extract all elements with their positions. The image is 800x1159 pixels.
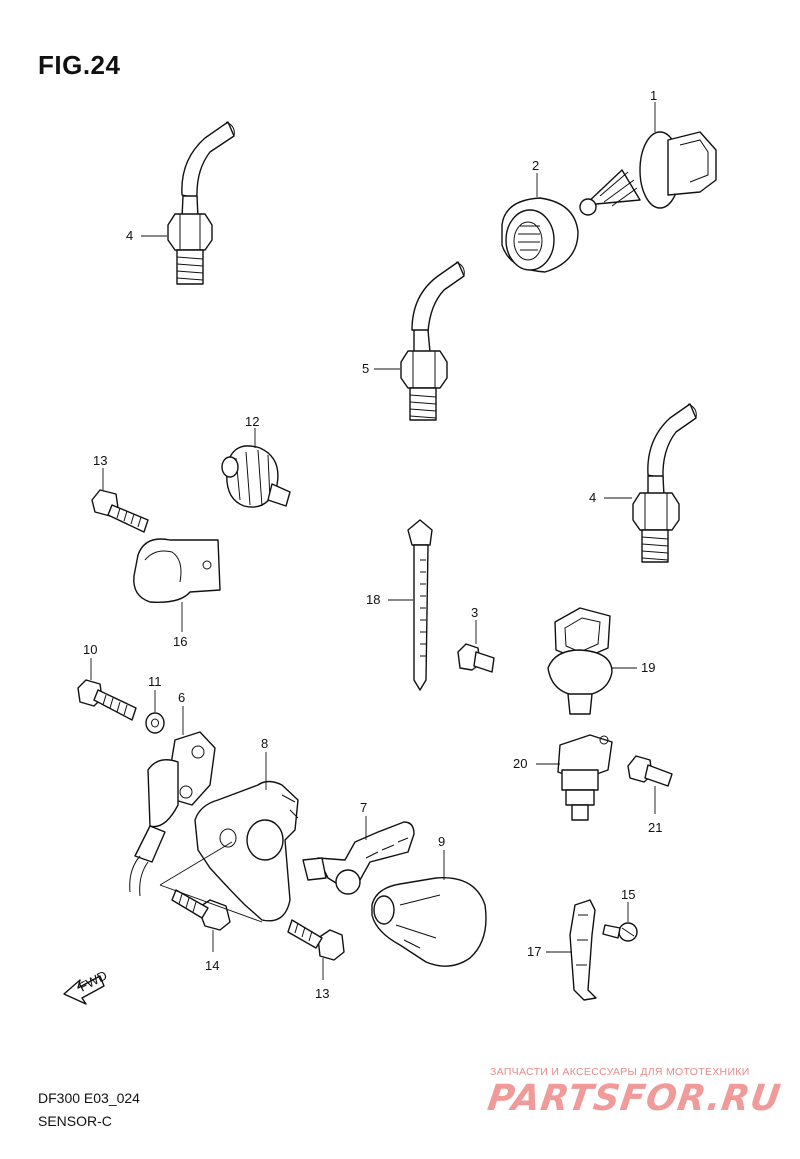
callout-4-lower: 4 [589,490,596,505]
part-11-washer: 11 [145,674,165,734]
part-13-bolt-lower: 13 [287,919,345,1001]
callout-10: 10 [83,642,97,657]
watermark-tagline: ЗАПЧАСТИ И АКСЕССУАРЫ ДЛЯ МОТОТЕХНИКИ [490,1066,750,1078]
callout-17: 17 [527,944,541,959]
part-1-sensor: 1 [579,88,717,216]
watermark-brand: PARTSFOR.RU [485,1078,784,1119]
part-14-bolt: 14 [159,841,263,973]
figure-code: DF300 E03_024 [38,1090,140,1106]
callout-14: 14 [205,958,219,973]
callout-19: 19 [641,660,655,675]
callout-11: 11 [148,674,162,689]
part-4-sensor-lower: 4 [589,403,697,563]
callout-3: 3 [471,605,478,620]
callout-13-upper: 13 [93,453,107,468]
part-4-sensor-upper: 4 [126,121,235,285]
part-15-screw: 15 [602,887,638,942]
callout-21: 21 [648,820,662,835]
callout-13-lower: 13 [315,986,329,1001]
callout-12: 12 [245,414,259,429]
callout-8: 8 [261,736,268,751]
fwd-arrow-icon: FWD [63,968,110,1005]
part-9-cover: 9 [371,834,487,967]
callout-2: 2 [532,158,539,173]
part-16-clamp: 16 [133,538,221,649]
part-3-bolt: 3 [457,605,495,673]
part-18-cable-tie: 18 [366,519,433,691]
callout-9: 9 [438,834,445,849]
part-12-knock-sensor: 12 [221,414,291,508]
part-5-sensor: 5 [362,261,465,421]
part-6-sensor: 6 [129,690,216,897]
callout-6: 6 [178,690,185,705]
part-20-fitting: 20 [513,734,613,821]
part-17-clip: 17 [527,899,597,1001]
part-2-grommet: 2 [501,158,579,273]
callout-16: 16 [173,634,187,649]
part-19-pressure-switch: 19 [547,607,655,715]
callout-15: 15 [621,887,635,902]
callout-7: 7 [360,800,367,815]
part-7-link-rod: 7 [302,800,415,895]
part-10-bolt: 10 [77,642,137,721]
figure-name: SENSOR-C [38,1113,112,1129]
part-13-bolt-upper: 13 [91,453,149,533]
callout-5: 5 [362,361,369,376]
part-8-bracket: 8 [194,736,299,922]
figure-title: FIG.24 [38,50,121,80]
callout-4-upper: 4 [126,228,133,243]
part-21-bolt: 21 [627,755,673,835]
callout-18: 18 [366,592,380,607]
callout-1: 1 [650,88,657,103]
callout-20: 20 [513,756,527,771]
